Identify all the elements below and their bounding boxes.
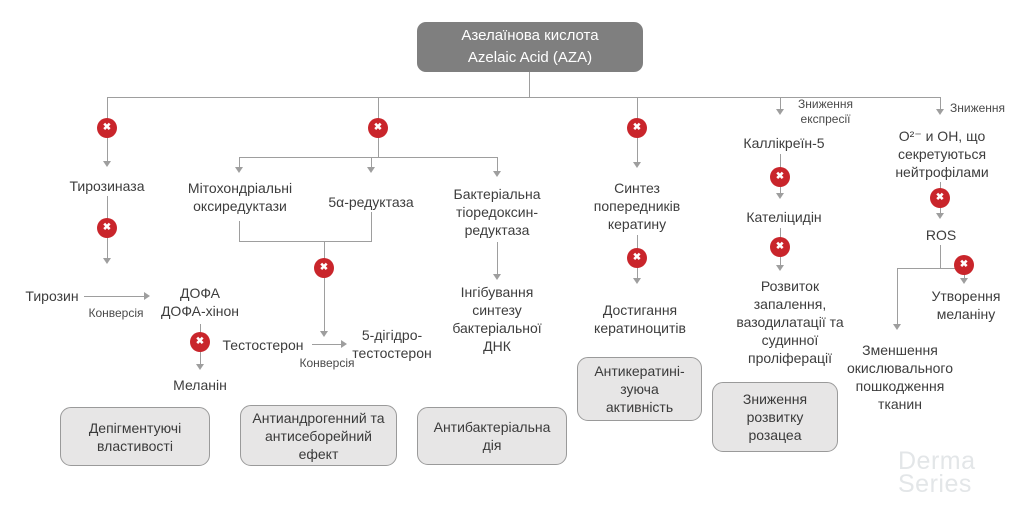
arrowhead-down <box>235 167 243 173</box>
connector-line <box>940 245 941 268</box>
node-dna-synthesis-inhibition: Інгібування синтезу бактеріальної ДНК <box>452 284 542 354</box>
arrowhead-down <box>960 278 968 284</box>
connector-line <box>324 241 325 331</box>
logo-line-derma: Derma <box>898 447 976 475</box>
arrowhead-down <box>103 161 111 167</box>
connector-line <box>371 212 372 241</box>
node-kallikrein-5: Каллікреїн-5 <box>743 135 825 151</box>
arrowhead-down <box>196 364 204 370</box>
arrowhead-right <box>144 292 150 300</box>
connector-line <box>371 157 372 167</box>
arrowhead-down <box>776 109 784 115</box>
arrowhead-down <box>776 265 784 271</box>
block-icon: ✖ <box>627 118 647 138</box>
block-icon: ✖ <box>627 248 647 268</box>
node-dihydrotestosterone: 5-дігідро- тестостерон <box>352 327 432 361</box>
node-inflammation-development: Розвиток запалення, вазодилатації та суд… <box>736 278 844 366</box>
arrowhead-down <box>936 213 944 219</box>
node-5a-reductase: 5α-редуктаза <box>328 194 414 210</box>
block-icon: ✖ <box>770 167 790 187</box>
outcome-box-antibacterial: Антибактеріальна дія <box>417 407 567 465</box>
root-node-azelaic-acid: Азелаїнова кислота Azelaic Acid (AZA) <box>417 22 643 72</box>
connector-line <box>312 344 341 345</box>
arrowhead-down <box>893 324 901 330</box>
connector-line <box>84 296 144 297</box>
label-decrease: Зниження <box>950 101 1006 115</box>
arrowhead-down <box>493 171 501 177</box>
node-cathelicidin: Кателіцидін <box>746 209 822 225</box>
node-melanin-formation: Утворення меланіну <box>931 288 1001 322</box>
connector-line <box>940 97 941 109</box>
arrowhead-down <box>493 274 501 280</box>
label-conversion: Конверсія <box>88 306 144 320</box>
arrowhead-down <box>633 162 641 168</box>
connector-line <box>897 268 964 269</box>
block-icon: ✖ <box>930 188 950 208</box>
block-icon: ✖ <box>770 237 790 257</box>
arrowhead-down <box>936 109 944 115</box>
root-title-ukrainian: Азелаїнова кислота <box>461 27 599 44</box>
label-conversion: Конверсія <box>299 356 355 370</box>
connector-line <box>529 72 530 97</box>
block-icon: ✖ <box>97 218 117 238</box>
arrowhead-right <box>341 340 347 348</box>
block-icon: ✖ <box>97 118 117 138</box>
connector-line <box>239 157 498 158</box>
derma-series-logo: Derma Series <box>898 447 976 498</box>
arrowhead-down <box>320 331 328 337</box>
logo-line-series: Series <box>898 470 972 498</box>
node-testosterone: Тестостерон <box>222 337 304 353</box>
block-icon: ✖ <box>314 258 334 278</box>
node-dopa-dopaquinone: ДОФА ДОФА-хінон <box>160 285 240 319</box>
arrowhead-down <box>103 258 111 264</box>
label-expression-decrease: Зниження експресії <box>797 97 854 126</box>
connector-line <box>239 221 240 241</box>
connector-line <box>780 97 781 109</box>
outcome-box-antikeratinizing: Антикератині- зуюча активність <box>577 357 702 421</box>
node-keratinocyte-maturation: Достигання кератиноцитів <box>594 302 686 336</box>
node-tyrosinase: Тирозиназа <box>69 178 145 194</box>
connector-line <box>497 157 498 171</box>
connector-line <box>497 242 498 274</box>
block-icon: ✖ <box>190 332 210 352</box>
node-bacterial-thioredoxin-reductase: Бактеріальна тіоредоксин- редуктаза <box>453 186 541 238</box>
connector-line <box>107 97 941 98</box>
arrowhead-down <box>633 278 641 284</box>
node-melanin: Меланін <box>173 377 227 393</box>
block-icon: ✖ <box>954 255 974 275</box>
arrowhead-down <box>367 167 375 173</box>
outcome-box-antiandrogenic: Антиандрогенний та антисеборейний ефект <box>240 405 397 466</box>
node-neutrophil-radicals: O²⁻ и OH, що секретуються нейтрофілами <box>895 128 989 180</box>
connector-line <box>897 268 898 324</box>
node-tyrosine: Тирозин <box>25 288 79 304</box>
node-keratin-precursor-synthesis: Синтез попередників кератину <box>593 180 681 232</box>
block-icon: ✖ <box>368 118 388 138</box>
connector-line <box>239 157 240 167</box>
outcome-box-depigmentation: Депігментуючі властивості <box>60 407 210 466</box>
node-mitochondrial-oxidoreductases: Мітохондріальні оксиредуктази <box>187 180 293 214</box>
connector-line <box>239 241 372 242</box>
node-oxidative-damage-reduction: Зменшення окислювального пошкодження тка… <box>846 342 954 412</box>
arrowhead-down <box>776 193 784 199</box>
outcome-box-rosacea-reduction: Зниження розвитку розацеа <box>712 382 838 452</box>
root-title-english: Azelaic Acid (AZA) <box>467 49 593 66</box>
node-ros: ROS <box>925 227 957 243</box>
